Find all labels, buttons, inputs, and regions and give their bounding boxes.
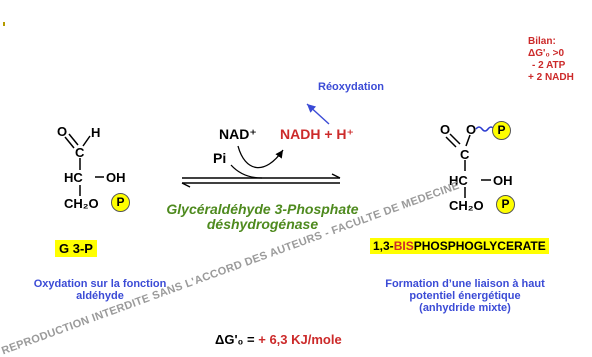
right-phosphate-bottom-label: P xyxy=(501,197,510,211)
right-description-line1: Formation d’une liaison à haut xyxy=(385,278,545,290)
left-description-line1: Oxydation sur la fonction xyxy=(33,278,167,290)
right-phosphate-top: P xyxy=(492,121,511,140)
right-description: Formation d’une liaison à haut potentiel… xyxy=(370,278,560,314)
right-molecule-bonds xyxy=(445,133,491,198)
high-energy-bond xyxy=(475,126,495,132)
nad-label: NAD⁺ xyxy=(219,126,257,142)
bilan-delta: ΔG'₀ >0 xyxy=(528,48,565,59)
reoxidation-arrow xyxy=(306,103,330,125)
right-phosphate-top-label: P xyxy=(497,123,506,137)
delta-g-label: ΔG'₀ = xyxy=(215,332,259,347)
right-name-highlight: BIS xyxy=(393,239,414,253)
corner-mark xyxy=(3,22,5,26)
right-phosphate-bottom: P xyxy=(496,195,515,214)
bilan-box: Bilan: ΔG'₀ >0 - 2 ATP + 2 NADH xyxy=(528,36,574,84)
right-description-line2: potentiel énergétique xyxy=(409,290,521,302)
right-o2: O xyxy=(466,122,477,137)
right-molecule-name: 1,3-BISPHOSPHOGLYCERATE xyxy=(370,238,549,254)
reoxydation-label: Réoxydation xyxy=(318,81,385,93)
enzyme-line2: déshydrogénase xyxy=(206,216,319,232)
left-o: O xyxy=(57,124,68,139)
bilan-title: Bilan: xyxy=(528,36,556,47)
cofactor-curved-arrow xyxy=(237,145,284,169)
right-ch2o: CH₂O xyxy=(449,198,484,213)
bilan-atp: - 2 ATP xyxy=(532,60,566,71)
delta-g: ΔG'₀ = + 6,3 KJ/mole xyxy=(215,332,342,347)
enzyme-line1: Glycéraldéhyde 3-Phosphate xyxy=(166,201,359,217)
right-o: O xyxy=(440,122,451,137)
left-h: H xyxy=(91,125,101,140)
left-hc: HC xyxy=(64,170,83,185)
left-molecule-name-text: G 3-P xyxy=(55,240,97,257)
bilan-nadh: + 2 NADH xyxy=(528,72,574,83)
right-c: C xyxy=(460,147,470,162)
right-hc: HC xyxy=(449,173,468,188)
enzyme-name: Glycéraldéhyde 3-Phosphate déshydrogénas… xyxy=(150,202,375,232)
left-c: C xyxy=(75,145,85,160)
delta-g-value: + 6,3 KJ/mole xyxy=(258,332,342,347)
left-description-line2: aldéhyde xyxy=(76,290,124,302)
right-name-prefix: 1,3- xyxy=(373,239,394,253)
left-description: Oxydation sur la fonction aldéhyde xyxy=(10,278,190,302)
left-molecule-bonds xyxy=(64,133,104,196)
right-oh: OH xyxy=(493,173,513,188)
left-phosphate-label: P xyxy=(116,195,125,209)
right-description-line3: (anhydride mixte) xyxy=(419,302,511,314)
equilibrium-arrows xyxy=(181,173,341,188)
left-phosphate: P xyxy=(111,193,130,212)
phosphate-curved-arrow xyxy=(230,164,263,179)
left-molecule-name: G 3-P xyxy=(55,240,97,258)
pi-label: Pi xyxy=(213,150,227,166)
right-name-suffix: PHOSPHOGLYCERATE xyxy=(413,239,546,253)
left-oh: OH xyxy=(106,170,126,185)
nadh-label: NADH + H⁺ xyxy=(280,126,354,142)
left-ch2o: CH₂O xyxy=(64,196,99,211)
